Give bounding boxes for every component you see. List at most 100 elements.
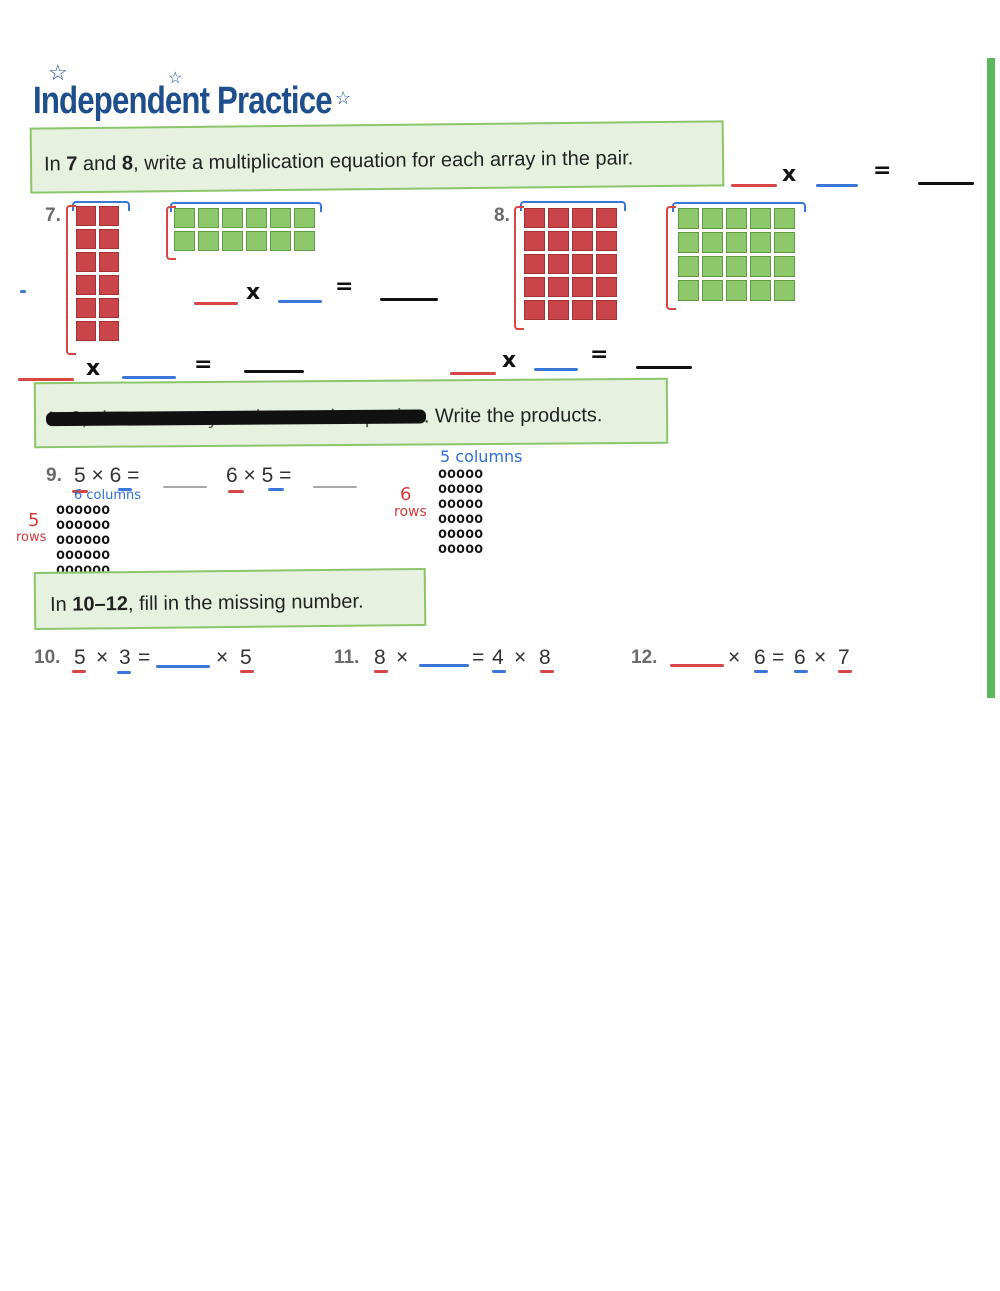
problem-number: 7. [45, 205, 61, 226]
handwritten-note: 5 columns [440, 447, 523, 466]
instruction-text: , fill in the missing number. [127, 590, 364, 616]
handwritten-note: 6 [400, 484, 412, 505]
equals-sign: = [472, 646, 485, 669]
answer-blank-product[interactable] [380, 298, 438, 301]
row-brace [166, 206, 176, 260]
equals-sign: = [590, 342, 609, 367]
array-square [294, 208, 315, 228]
array-square [726, 208, 747, 229]
equation-6x5: 6 × 5 = [226, 464, 292, 487]
array-square [726, 256, 747, 277]
answer-blank-product[interactable] [918, 182, 974, 185]
array-square [524, 277, 545, 297]
times-sign: × [96, 646, 109, 669]
instruction-banner-7-8: In 7 and 8, write a multiplication equat… [29, 120, 725, 194]
array-square [702, 232, 723, 253]
times-sign: × [814, 646, 827, 669]
array-square [596, 254, 617, 274]
factor: 3 [119, 646, 131, 669]
array-square [99, 252, 119, 272]
row-brace [514, 206, 524, 330]
array-square [174, 208, 195, 228]
array-square [678, 232, 699, 253]
underline-mark [838, 670, 852, 673]
answer-blank-product[interactable] [244, 370, 304, 373]
missing-number-blank[interactable] [419, 664, 469, 667]
array-square [76, 252, 96, 272]
array-square [524, 231, 545, 251]
array-square [524, 300, 545, 320]
answer-blank-factor[interactable] [816, 184, 858, 187]
array-square [270, 231, 291, 251]
array-square [596, 277, 617, 297]
answer-blank-factor[interactable] [450, 372, 496, 375]
array-square [572, 231, 593, 251]
instruction-banner-10-12: In 10–12, fill in the missing number. [33, 567, 427, 631]
answer-blank-product[interactable] [636, 366, 692, 369]
array-square [294, 231, 315, 251]
crossed-out-text: In 9, show an array to show each equatio… [45, 405, 426, 430]
times-sign: × [396, 646, 409, 669]
instruction-number: 10–12 [72, 593, 129, 616]
problem-number: 9. [46, 465, 62, 486]
array-square [222, 231, 243, 251]
array-square [246, 231, 267, 251]
problem-number: 8. [494, 205, 510, 226]
array-4x5-green [678, 208, 795, 301]
array-square [548, 208, 569, 228]
array-square [572, 277, 593, 297]
instruction-text: and [77, 152, 123, 176]
row-brace [66, 205, 76, 355]
array-square [750, 280, 771, 301]
answer-blank-product[interactable] [163, 486, 207, 488]
array-square [702, 280, 723, 301]
missing-number-blank[interactable] [156, 665, 210, 668]
equals-sign: = [772, 646, 785, 669]
times-sign: x [502, 348, 517, 373]
equals-sign: = [194, 352, 213, 377]
underline-mark [117, 671, 131, 674]
problem-number: 12. [631, 647, 658, 668]
handwritten-note: rows [394, 504, 427, 520]
times-sign: x [246, 280, 261, 305]
answer-blank-product[interactable] [313, 486, 357, 488]
answer-blank-factor[interactable] [194, 302, 238, 305]
answer-blank-factor[interactable] [122, 376, 176, 379]
array-square [750, 232, 771, 253]
problem-number: 10. [34, 647, 61, 668]
problem-number: 11. [334, 647, 360, 668]
factor: 6 [794, 646, 806, 669]
answer-blank-factor[interactable] [18, 378, 74, 381]
array-square [548, 300, 569, 320]
factor: 8 [539, 646, 551, 669]
instruction-text: In [43, 153, 67, 176]
array-square [76, 275, 96, 295]
array-square [750, 208, 771, 229]
star-icon: ☆ [335, 88, 352, 108]
answer-blank-factor[interactable] [278, 300, 322, 303]
pen-mark [20, 290, 26, 293]
row-brace [666, 206, 676, 310]
array-square [774, 208, 795, 229]
answer-blank-factor[interactable] [731, 184, 777, 187]
circle-row: oooooo [56, 530, 111, 548]
array-square [774, 256, 795, 277]
array-square [76, 206, 96, 226]
circle-row: ooooo [438, 509, 484, 527]
factor: 5 [240, 646, 252, 669]
array-6x2-red [76, 206, 119, 341]
underline-mark [754, 670, 768, 673]
array-square [596, 300, 617, 320]
underline-mark [794, 670, 808, 673]
circle-row: oooooo [56, 515, 111, 533]
instruction-text: In [49, 593, 73, 616]
circle-row: ooooo [438, 464, 484, 482]
array-square [702, 208, 723, 229]
missing-number-blank[interactable] [670, 664, 724, 667]
answer-blank-factor[interactable] [534, 368, 578, 371]
circle-row: ooooo [438, 479, 484, 497]
array-square [726, 280, 747, 301]
underline-mark [72, 490, 88, 493]
handwritten-note: rows [16, 530, 47, 545]
